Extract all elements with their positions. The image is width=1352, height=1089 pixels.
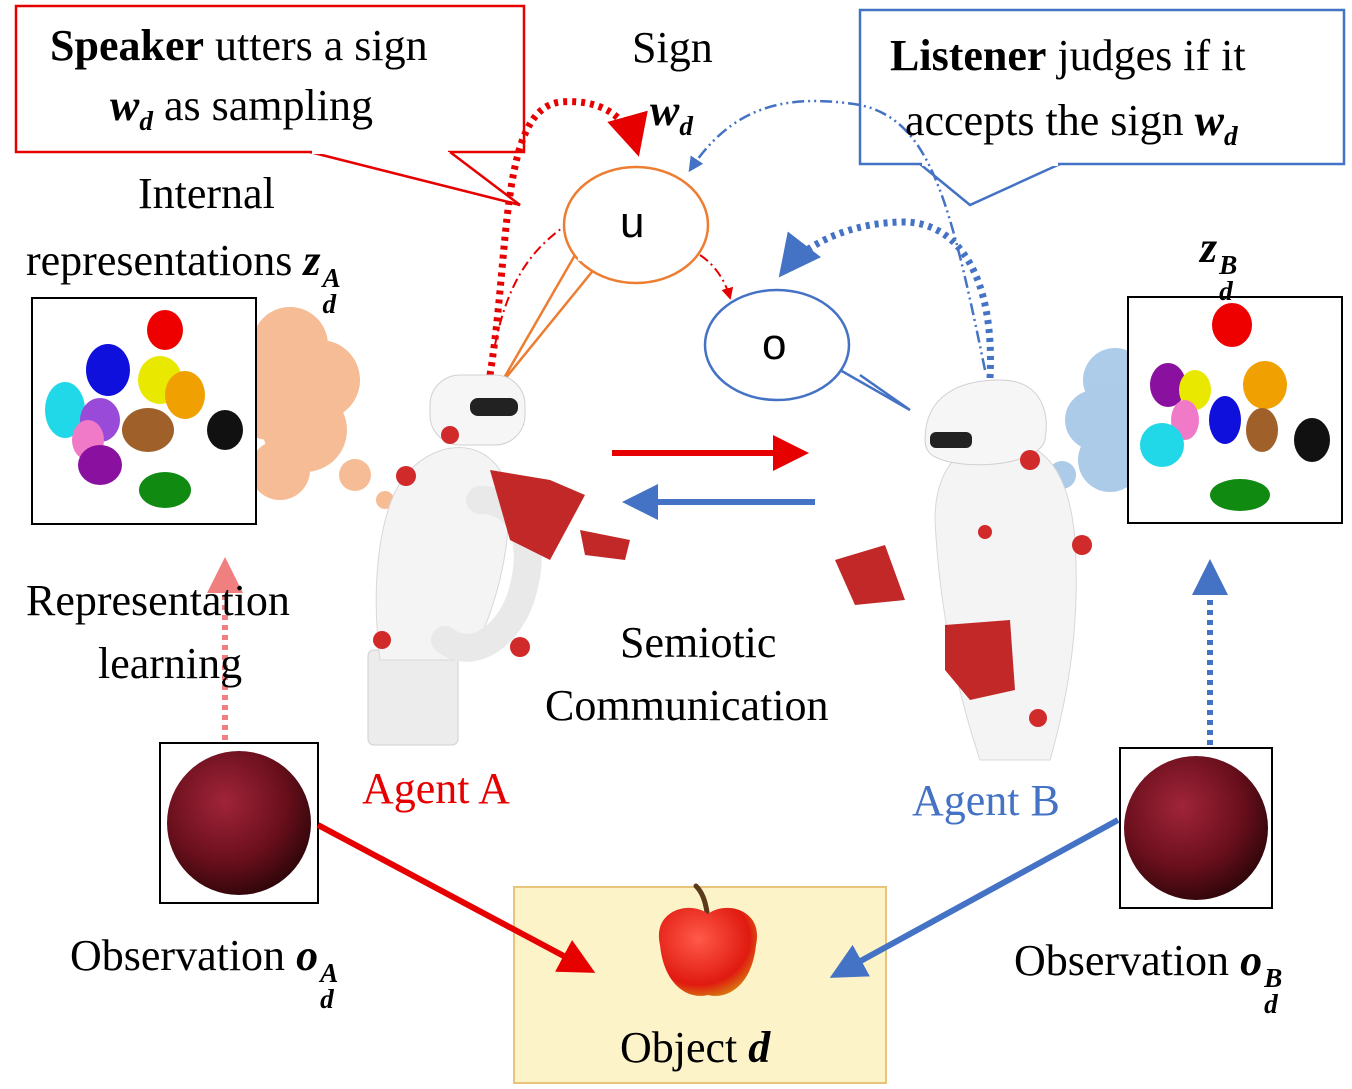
sign-var-label: wd [650,85,693,141]
z-a-sup: A [322,263,341,294]
observation-a-text: Observation [70,931,297,980]
apple-icon [658,883,758,996]
rep-learning-line2: learning [98,639,243,688]
observation-image-b [1119,747,1273,909]
listener-box-line2: accepts the sign wd [905,95,1238,151]
listener-judge-arrow [688,99,987,371]
rep-learning-line1: Representation [26,576,290,625]
z-a-var: z [303,236,321,285]
o-a-sub: d [320,984,334,1015]
bubble-u-label: u [620,198,645,247]
u-to-o-arrow [494,227,563,346]
o-b-sub: d [1264,989,1278,1020]
z-b-var: z [1200,223,1218,272]
z-a-sub: d [322,289,337,320]
robot-b-icon [835,379,1092,761]
internal-label: Internal [138,169,275,218]
speaker-sign-var: w [110,81,140,130]
cluster-plot-b [1127,296,1343,524]
representations-text: representations [26,236,304,285]
listener-line1-rest: judges if it [1046,31,1246,80]
sign-label: Sign [632,23,713,72]
listener-bold: Listener [890,31,1047,80]
listener-callout [858,8,1346,207]
bubble-u [498,165,710,386]
agent-a-label: Agent A [362,764,510,813]
cluster-plot-a [31,297,257,525]
speaker-box-line1: Speaker utters a sign [50,20,428,73]
speaker-sign-arrow [486,98,648,376]
object-var: d [748,1023,771,1072]
speaker-line2-rest: as sampling [153,81,373,130]
sign-sub: d [679,110,693,141]
speaker-callout [14,4,526,207]
bubble-o [703,288,911,412]
speaker-box-line2: wd as sampling [110,80,373,136]
object-label: Object d [620,1022,770,1075]
listener-o-arrow [778,218,994,379]
robot-a-icon [367,374,630,746]
z-b-sup: B [1219,250,1238,281]
semiotic-line2: Communication [545,681,829,730]
z-b-sub: d [1219,276,1233,307]
listener-box-line1: Listener judges if it [890,30,1246,83]
observation-image-a [159,742,319,904]
speaker-bold: Speaker [50,21,204,70]
listener-sign-sub: d [1223,120,1238,151]
speaker-sign-sub: d [139,105,153,136]
agent-b-label: Agent B [912,776,1060,825]
object-box [513,883,887,1084]
listener-line2-text: accepts the sign [905,96,1195,145]
object-text: Object [620,1023,749,1072]
bubble-o-label: o [762,320,787,369]
sign-var: w [650,86,680,135]
o-a-var: o [296,931,319,980]
obs-a-to-object-arrow [316,822,596,973]
obs-b-to-object-arrow [829,817,1120,978]
speaker-line1-rest: utters a sign [204,21,428,70]
o-b-sup: B [1264,963,1283,994]
o-b-var: o [1240,936,1263,985]
o-a-sup: A [320,958,339,989]
listener-sign-var: w [1194,96,1224,145]
semiotic-line1: Semiotic [620,618,777,667]
observation-b-text: Observation [1014,936,1241,985]
u-to-o-arrow-2 [699,254,734,300]
